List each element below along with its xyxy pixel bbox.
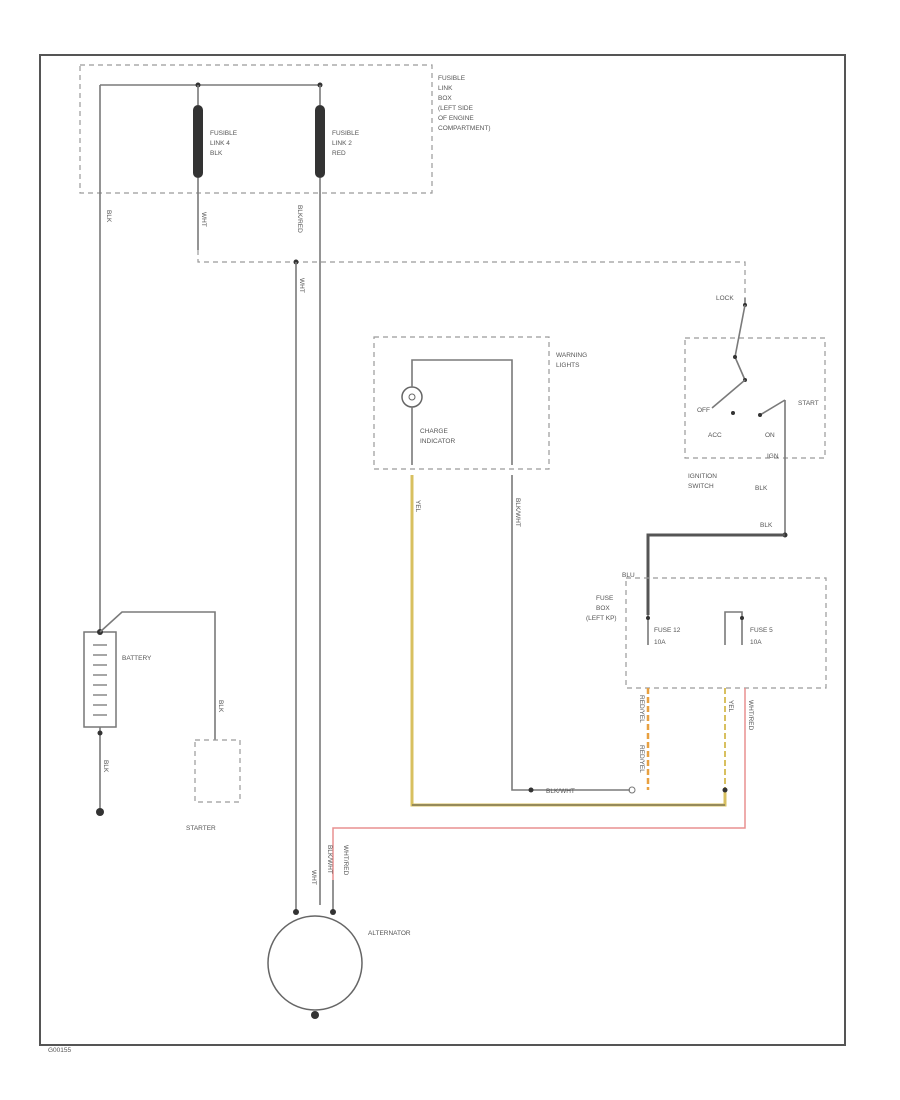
alternator-label: ALTERNATOR [368,930,411,937]
connector [628,786,636,794]
wire-warning-internal [411,359,513,465]
node [731,411,735,415]
wire-red-yel-label-2: RED/YEL [638,745,645,773]
warning-lights-label-2: LIGHTS [556,362,580,369]
node [733,355,737,359]
ignition-contact [734,304,746,381]
fusible-link-2-label-2: LINK 2 [332,140,352,147]
node [528,787,534,793]
ignition-off-contact [711,379,746,409]
ignition-off-label: OFF [697,407,710,414]
fusible-link-box-label-4: (LEFT SIDE [438,105,474,112]
charge-indicator-label-2: INDICATOR [420,438,455,445]
alternator-leads [295,880,334,912]
warning-lights-label-1: WARNING [556,352,587,359]
wire-yel-r-label: YEL [727,700,734,713]
fusible-link-4 [193,105,203,178]
fuse-box-label-2: BOX [596,605,610,612]
wire-blk-batt-label: BLK [217,700,224,713]
fuse-box-label-1: FUSE [596,595,614,602]
starter-box [194,739,241,803]
fuse-12-label-2: 10A [654,639,666,646]
wire-yel-label: YEL [414,500,421,513]
fuse-box-label-3: (LEFT KP) [586,615,617,622]
wire-blk-to-fuse [646,533,785,615]
wire-blk-red-label-1: BLK/RED [296,205,303,233]
fusible-link-box-label-2: LINK [438,85,453,92]
wire-blk-wht-label: BLK/WHT [514,498,521,527]
fusible-link-4-label-3: BLK [210,150,223,157]
wire-blu-label: BLU [622,572,635,579]
wire-wht-red [332,688,746,880]
wire-batt-neg-label: BLK [102,760,109,773]
ignition-acc-label: ACC [708,432,722,439]
alt-bundle-label-2: BLK/WHT [326,845,333,874]
fusible-link-box-label-6: COMPARTMENT) [438,125,490,132]
wire-blk-wht [511,475,630,791]
wire-wht-to-ignition [197,250,746,298]
alternator-ground [311,1011,319,1019]
node [722,787,728,793]
wire-blk-wht-h-label: BLK/WHT [546,788,575,795]
ignition-blk-label-2: BLK [760,522,773,529]
wire-wht-link4-label: WHT [200,212,207,227]
wire-wht-alt-label: WHT [298,278,305,293]
ignition-switch-label-2: SWITCH [688,483,714,490]
fusible-link-box-label-1: FUSIBLE [438,75,466,82]
ignition-start-label: START [798,400,819,407]
ignition-blk-label-1: BLK [755,485,768,492]
fuse-5-label-2: 10A [750,639,762,646]
battery-ground-icon [96,808,104,816]
ignition-ign-label: IGN [767,453,779,460]
wire-yel [410,475,727,807]
ignition-start-contact [759,399,786,416]
fusible-link-box-label-5: OF ENGINE [438,115,474,122]
ignition-lock-label: LOCK [716,295,734,302]
battery-label: BATTERY [122,655,152,662]
fusible-link-4-label-1: FUSIBLE [210,130,238,137]
fusible-link-box-label-3: BOX [438,95,452,102]
fusible-link-2-label-1: FUSIBLE [332,130,360,137]
node [330,909,336,915]
warning-lights-box [373,336,550,470]
wire-red-yel-label-1: RED/YEL [638,695,645,723]
battery-cells-icon [93,644,107,716]
alt-bundle-label-3: WHT/RED [342,845,349,876]
figure-id: G00155 [48,1047,72,1054]
charge-indicator-label-1: CHARGE [420,428,448,435]
wire-fuse5-link [724,611,743,645]
starter-label: STARTER [186,825,216,832]
ignition-on-label: ON [765,432,775,439]
ignition-switch-box [684,337,826,459]
wire-wht-red-label: WHT/RED [747,700,754,731]
charge-indicator-bulb-icon [401,386,423,408]
wire-battery-starter [99,611,216,740]
fuse-5-label-1: FUSE 5 [750,627,773,634]
alternator-icon [267,915,363,1011]
fusible-link-2 [315,105,325,178]
node [758,413,762,417]
fuse-12-label-1: FUSE 12 [654,627,681,634]
node [97,730,103,736]
battery-icon [83,631,117,728]
node [293,909,299,915]
fusible-link-box [79,64,433,194]
bulb-filament-icon [408,393,416,401]
fusible-link-2-label-3: RED [332,150,346,157]
node [646,616,650,620]
fusible-link-4-label-2: LINK 4 [210,140,230,147]
alt-bundle-label-1: WHT [310,870,317,885]
wire-blk-left-label: BLK [105,210,112,223]
ignition-switch-label-1: IGNITION [688,473,717,480]
node [740,616,744,620]
diagram-frame [39,54,846,1046]
